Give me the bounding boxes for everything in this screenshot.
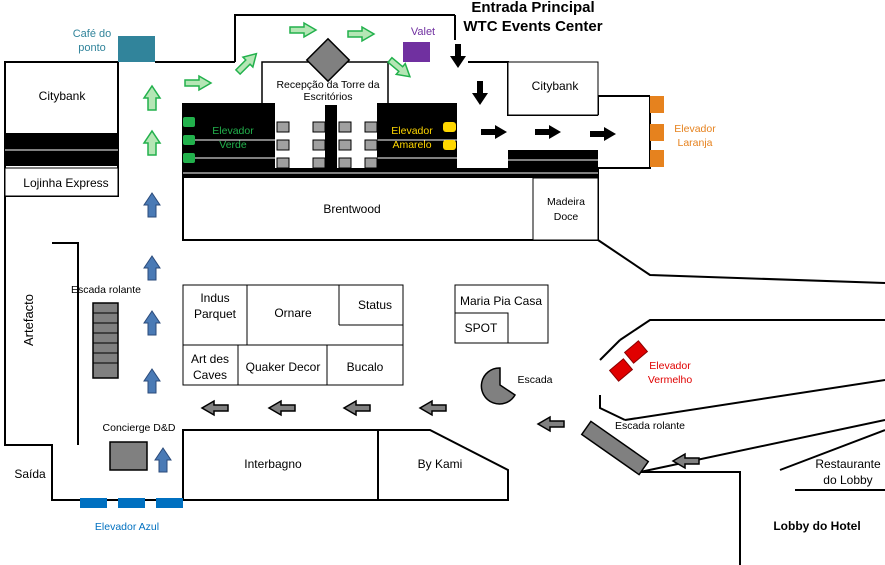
- citybank-right-label: Citybank: [532, 79, 580, 93]
- benches: [276, 121, 378, 169]
- concierge-desk: [109, 441, 148, 471]
- cafe-label-1: Café do: [73, 28, 112, 40]
- artefacto-label: Artefacto: [21, 294, 36, 346]
- elevador-amarelo-label-2: Amarelo: [392, 139, 431, 151]
- lojinha-label: Lojinha Express: [23, 176, 108, 190]
- elevador-vermelho-label-2: Vermelho: [648, 374, 693, 386]
- lobby-label: Lobby do Hotel: [773, 519, 860, 533]
- quaker-label: Quaker Decor: [246, 360, 321, 374]
- recepcao-label-1: Recepção da Torre da: [276, 79, 379, 91]
- valet-label: Valet: [411, 26, 435, 38]
- elevador-amarelo-label-1: Elevador: [391, 125, 433, 137]
- restaurante-label-1: Restaurante: [815, 457, 881, 471]
- status-label: Status: [358, 298, 392, 312]
- elevador-laranja-label-1: Elevador: [674, 123, 716, 135]
- band-stripes: [5, 139, 598, 174]
- escada-rolante-right-label: Escada rolante: [615, 420, 685, 432]
- elevador-vermelho-label-1: Elevador: [649, 360, 691, 372]
- right-black-band: [508, 150, 598, 178]
- art-label-1: Art des: [191, 352, 229, 366]
- center-pillar: [325, 105, 337, 178]
- elevador-verde-doors: [183, 117, 195, 163]
- escada-label: Escada: [517, 374, 552, 386]
- spot-label: SPOT: [465, 321, 498, 335]
- art-label-2: Caves: [193, 368, 227, 382]
- title-line1: Entrada Principal: [471, 0, 594, 16]
- cafe-label-2: ponto: [78, 42, 106, 54]
- brentwood-label: Brentwood: [323, 202, 380, 216]
- escada-rolante-right: [580, 420, 650, 476]
- ornare-label: Ornare: [274, 306, 312, 320]
- escada-rolante-left: [92, 302, 119, 379]
- elevador-laranja-doors: [650, 96, 664, 167]
- interbagno-label: Interbagno: [244, 457, 302, 471]
- citybank-left-label: Citybank: [39, 89, 87, 103]
- maria-pia-label: Maria Pia Casa: [460, 294, 542, 308]
- escada-rolante-left-label: Escada rolante: [71, 284, 141, 296]
- elevador-azul-label: Elevador Azul: [95, 521, 159, 533]
- valet-booth: [403, 42, 430, 62]
- recepcao-desk: [305, 37, 351, 83]
- elevador-laranja-label-2: Laranja: [677, 137, 712, 149]
- title-line2: WTC Events Center: [463, 18, 602, 35]
- saida-label: Saída: [14, 467, 46, 481]
- by-kami-label: By Kami: [418, 457, 463, 471]
- elevador-azul-doors: [80, 498, 183, 508]
- bucalo-label: Bucalo: [347, 360, 384, 374]
- elevador-amarelo-doors: [443, 122, 456, 150]
- recepcao-label-2: Escritórios: [303, 91, 352, 103]
- indus-label-2: Parquet: [194, 307, 237, 321]
- shops: [4, 61, 599, 386]
- elevador-vermelho-doors: [608, 340, 649, 382]
- escada-spiral: [480, 367, 517, 405]
- concierge-label: Concierge D&D: [103, 422, 176, 434]
- madeira-label-1: Madeira: [547, 196, 585, 208]
- elevador-verde-label-2: Verde: [219, 139, 247, 151]
- cafe-counter: [118, 36, 155, 62]
- elevador-verde-label-1: Elevador: [212, 125, 254, 137]
- indus-label-1: Indus: [200, 291, 229, 305]
- madeira-label-2: Doce: [554, 211, 579, 223]
- restaurante-label-2: do Lobby: [823, 473, 872, 487]
